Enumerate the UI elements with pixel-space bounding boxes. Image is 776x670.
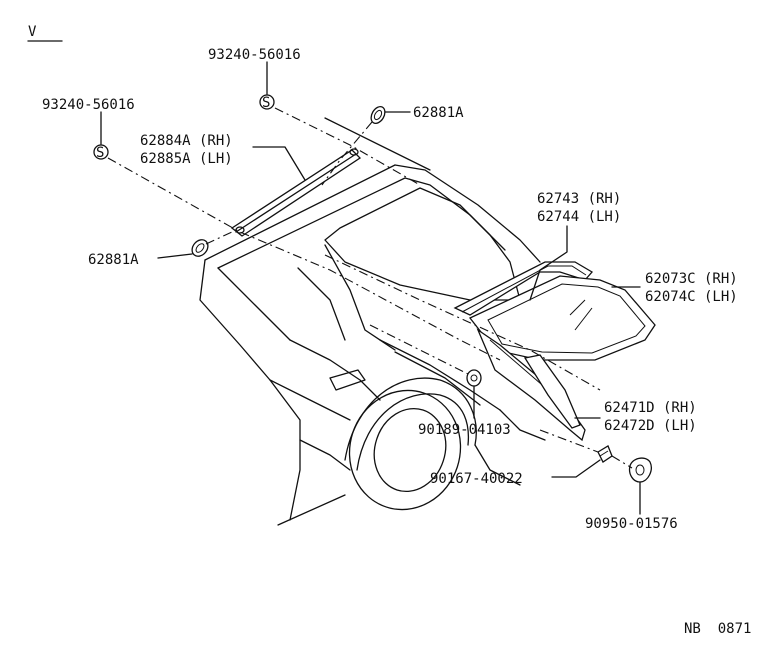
- clip-left-s-mark: S: [96, 145, 104, 161]
- rocker-bottom: [277, 494, 346, 526]
- label-cap-button: 90950-01576: [585, 516, 678, 532]
- leader-weatherstrip: [529, 225, 568, 301]
- end-cap-top-inner: [373, 109, 383, 121]
- rear-wheel: [373, 407, 447, 493]
- screw-thread: [599, 450, 609, 457]
- cap-button-shape: [628, 457, 652, 483]
- vehicle-body: [199, 117, 546, 526]
- pillar-trim: [476, 328, 586, 442]
- quarter-glass: [468, 275, 656, 361]
- label-cap-left: 62881A: [88, 252, 139, 268]
- clip-left: S: [93, 144, 109, 161]
- molding-clip-hole-rear: [349, 148, 359, 156]
- screw-part: [597, 445, 613, 463]
- rocker-line: [299, 439, 351, 471]
- glass-reflection-2: [574, 307, 593, 331]
- retainer-center: [470, 374, 478, 382]
- dash-cap-left: [205, 231, 233, 245]
- dash-screw: [539, 429, 599, 453]
- dash-cap-top: [321, 121, 373, 186]
- rear-tyre: [348, 389, 462, 511]
- cap-button-part: [628, 457, 652, 483]
- label-screw: 90167-40022: [430, 471, 523, 487]
- label-retainer: 90189-04103: [418, 422, 511, 438]
- retainer-part: [466, 369, 482, 387]
- weatherstrip-inner: [461, 265, 587, 313]
- assembly-lines: [107, 107, 633, 469]
- c-pillar-line: [324, 244, 396, 351]
- door-lower-line: [269, 379, 351, 421]
- label-pillar-trim-lh: 62472D (LH): [604, 418, 697, 434]
- callout-labels: 93240-56016 93240-56016 62881A 62881A 62…: [42, 47, 738, 532]
- view-marker: V: [27, 24, 63, 42]
- leader-molding: [252, 146, 306, 181]
- roof-rear-edge: [324, 117, 431, 171]
- label-pillar-trim-rh: 62471D (RH): [604, 400, 697, 416]
- roof-inner-curve: [404, 177, 506, 251]
- view-mark-text: V: [28, 24, 37, 40]
- leader-lines: [100, 61, 641, 515]
- end-cap-left: [191, 239, 209, 257]
- clip-top: S: [259, 94, 275, 111]
- quarter-glass-assembly: [453, 261, 656, 442]
- dash-trim: [324, 254, 601, 391]
- label-cap-top: 62881A: [413, 105, 464, 121]
- leader-cap-left: [157, 253, 193, 259]
- door-handle: [329, 369, 366, 391]
- label-clip-left: 93240-56016: [42, 97, 135, 113]
- quarter-upper-line: [379, 339, 501, 411]
- end-cap-left-shape: [191, 239, 209, 257]
- clip-left-shape: [93, 144, 109, 160]
- roof-molding-line: [235, 153, 357, 233]
- roof-rear-curve: [394, 164, 541, 263]
- footer-code: NB 0871: [684, 621, 751, 637]
- label-clip-top: 93240-56016: [208, 47, 301, 63]
- quarter-window-opening: [324, 187, 521, 301]
- wheel-arch-inner: [356, 393, 470, 471]
- quarter-glass-inner-edge: [487, 283, 646, 354]
- clip-top-shape: [259, 94, 275, 110]
- leader-screw: [551, 459, 601, 478]
- glass-reflection-1: [569, 299, 586, 316]
- dash-cap-button: [611, 455, 633, 469]
- retainer-shape: [466, 369, 482, 387]
- pillar-trim-panel: [523, 354, 581, 429]
- dash-clip-top: [274, 107, 421, 186]
- label-weatherstrip-lh: 62744 (LH): [537, 209, 621, 225]
- label-molding-lh: 62885A (LH): [140, 151, 233, 167]
- label-weatherstrip-rh: 62743 (RH): [537, 191, 621, 207]
- end-cap-top: [370, 105, 386, 125]
- clip-top-s-mark: S: [262, 95, 270, 111]
- body-front-edge: [199, 259, 301, 521]
- belt-line: [289, 339, 381, 401]
- label-molding-rh: 62884A (RH): [140, 133, 233, 149]
- quarter-mid-line: [394, 351, 481, 406]
- label-glass-rh: 62073C (RH): [645, 271, 738, 287]
- dash-clip-left: [107, 157, 501, 361]
- door-top-line: [217, 267, 291, 341]
- b-pillar-line: [297, 267, 346, 341]
- roof-edge-inner: [217, 177, 406, 269]
- roof-molding-part: [230, 148, 362, 237]
- label-glass-lh: 62074C (LH): [645, 289, 738, 305]
- cap-button-center: [635, 464, 645, 476]
- rear-mid-line: [499, 409, 546, 441]
- end-cap-left-inner: [195, 243, 205, 253]
- rear-lower-line: [474, 444, 521, 486]
- dash-retainer: [369, 324, 471, 376]
- roof-edge-front: [204, 164, 396, 261]
